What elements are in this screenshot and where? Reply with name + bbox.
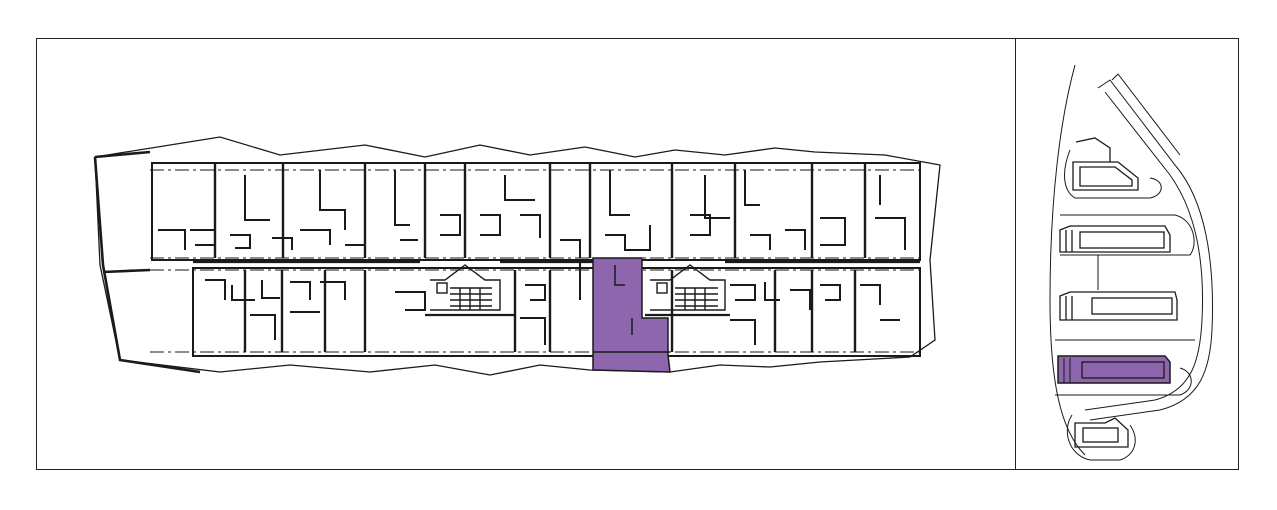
loop-road-bottom <box>1066 414 1136 461</box>
selected-apartment-walls <box>593 265 670 353</box>
floor-plan <box>93 136 941 376</box>
corridor-walls <box>193 260 920 317</box>
drawing-frame <box>36 38 1239 470</box>
site-building-3 <box>1059 291 1178 321</box>
site-road-edge <box>1111 73 1181 156</box>
site-plan <box>1049 64 1213 461</box>
axis-lines <box>150 169 925 353</box>
site-building-4[interactable] <box>1057 355 1171 384</box>
lower-row-block <box>192 267 921 357</box>
upper-row-block <box>151 162 921 261</box>
frame-divider <box>1015 38 1016 470</box>
stair-core-right <box>650 264 726 311</box>
loop-road-top <box>1064 149 1162 199</box>
selected-apartment[interactable] <box>592 257 671 373</box>
site-building-2 <box>1059 225 1171 253</box>
interior-walls-upper <box>158 170 906 258</box>
site-road-inner-2 <box>1084 91 1203 411</box>
left-wing-outline <box>93 150 201 374</box>
site-building-1 <box>1072 137 1139 191</box>
loop-road-lower <box>1055 339 1195 396</box>
site-road-inner <box>1089 79 1213 421</box>
interior-walls-lower <box>205 261 900 345</box>
site-building-5 <box>1074 417 1129 448</box>
site-road-outer <box>1049 64 1086 456</box>
stair-core-left <box>430 264 501 311</box>
loop-road-mid <box>1060 214 1195 256</box>
building-outline <box>94 136 941 376</box>
